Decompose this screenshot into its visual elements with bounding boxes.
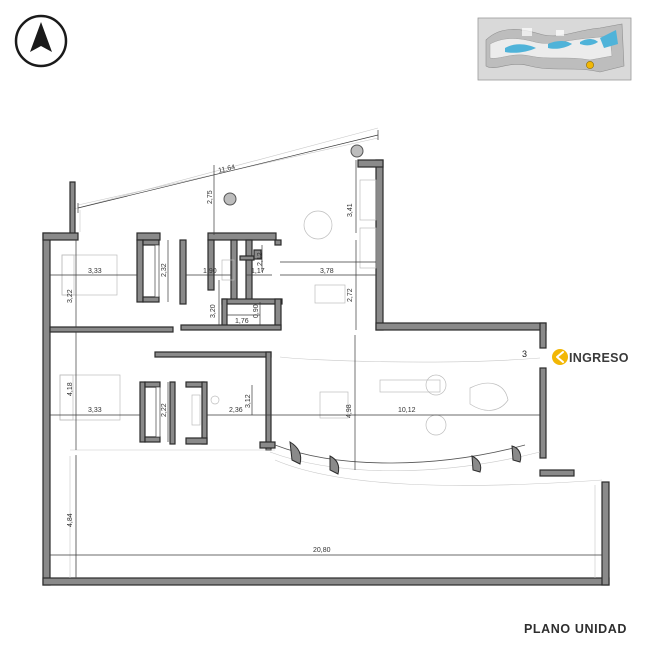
dim-kitchen-height: 3,41 (347, 203, 354, 217)
dim-terrace-diagonal: 11,64 (218, 164, 236, 175)
entry-marker[interactable]: INGRESO (552, 349, 629, 365)
dim-living-height: 2,72 (347, 288, 354, 302)
dim-upper-gap: 2,75 (207, 190, 214, 204)
inner-walls (49, 239, 283, 451)
dim-bed1-height: 3,22 (67, 289, 74, 303)
dim-living-upper-width: 3,78 (320, 268, 334, 275)
dim-wc-height: 0,90 (253, 304, 260, 318)
dim-bath-width: 1,17 (251, 268, 265, 275)
chevron-left-icon (556, 351, 564, 363)
dim-wc-width: 1,76 (235, 318, 249, 325)
columns (223, 144, 364, 206)
dim-living-width: 10,12 (398, 407, 416, 414)
dimension-lines (49, 130, 603, 578)
site-key-plan (477, 17, 632, 81)
dim-living-full-height: 4,98 (346, 404, 353, 418)
plan-title: PLANO UNIDAD (524, 622, 627, 636)
dim-bath2-width: 2,36 (229, 407, 243, 414)
dim-terrace-height: 4,84 (67, 513, 74, 527)
outer-walls (42, 159, 610, 586)
dim-bath2-height: 3,12 (245, 394, 252, 408)
dim-closet2-width: 2,22 (161, 403, 168, 417)
dim-hall-height: 3,20 (210, 304, 217, 318)
dim-closet1-width: 2,32 (161, 263, 168, 277)
dim-bed1-width: 3,33 (88, 268, 102, 275)
glazed-facade (70, 441, 603, 486)
dim-bed2-width: 3,33 (88, 407, 102, 414)
entry-label: INGRESO (569, 351, 629, 365)
dim-hall-width: 1,90 (203, 268, 217, 275)
dim-bath-height: 2,12 (257, 252, 264, 266)
north-arrow-icon (14, 14, 68, 68)
unit-number: 3 (522, 349, 527, 359)
dim-bed2-height: 4,18 (67, 382, 74, 396)
dim-total-width: 20,80 (313, 547, 331, 554)
upper-terrace (69, 127, 379, 236)
dimension-labels: 11,64 2,75 3,41 3,33 3,22 2,32 1,90 1,17… (67, 164, 416, 554)
